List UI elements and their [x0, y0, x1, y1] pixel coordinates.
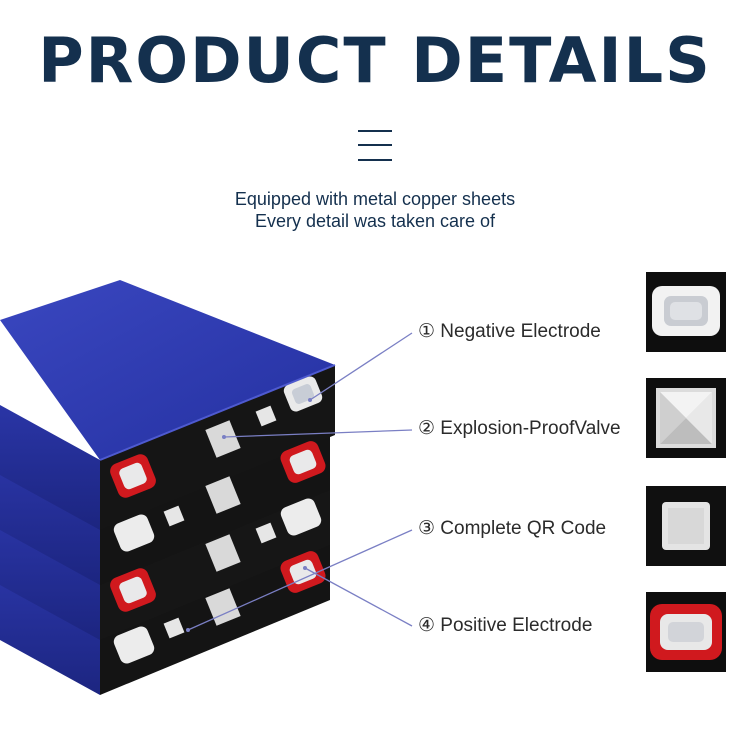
subtitle-line-1: Equipped with metal copper sheets — [234, 189, 516, 209]
page-title: PRODUCT DETAILS — [38, 24, 712, 97]
subtitle-line-2: Every detail was taken care of — [254, 211, 496, 231]
callout-qr-code: ③ Complete QR Code — [418, 518, 607, 539]
negative-electrode-photo — [646, 272, 726, 352]
positive-electrode-photo — [646, 592, 726, 672]
qr-code-photo — [646, 486, 726, 566]
explosion-proof-valve-photo — [646, 378, 726, 458]
callout-positive-electrode: ④ Positive Electrode — [418, 615, 593, 636]
battery-stack-image — [0, 270, 420, 710]
callout-explosion-proof-valve: ② Explosion-ProofValve — [418, 418, 621, 439]
menu-lines-icon — [358, 130, 392, 162]
callout-negative-electrode: ① Negative Electrode — [418, 321, 601, 342]
